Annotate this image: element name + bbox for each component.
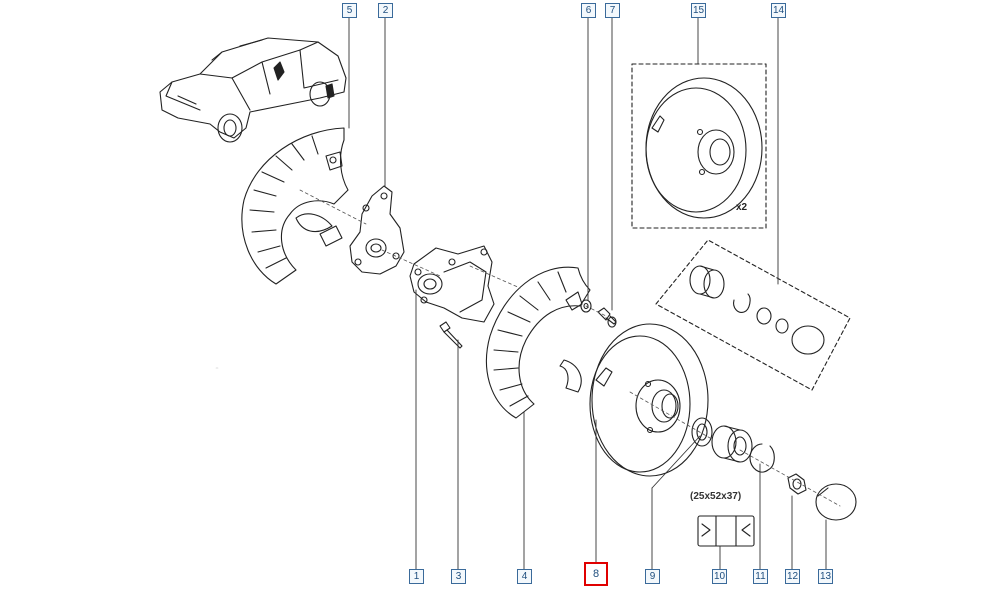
callout-15[interactable]: 15 [691,3,706,18]
circlip-11 [749,443,775,473]
bearing-kit-14 [655,239,851,391]
callout-12[interactable]: 12 [785,569,800,584]
callout-6[interactable]: 6 [581,3,596,18]
disc-quantity-label: x2 [736,202,748,213]
callout-8-selected[interactable]: 8 [584,562,608,586]
callout-1[interactable]: 1 [409,569,424,584]
axle-carrier-1 [409,245,495,323]
brake-disc-8 [589,323,709,477]
bearing-10 [711,425,753,463]
bearing-size-label: (25x52x37) [690,491,742,502]
bearing-symbol [697,515,755,547]
callout-10[interactable]: 10 [712,569,727,584]
bolt-3 [439,321,463,349]
callout-7[interactable]: 7 [605,3,620,18]
callout-2[interactable]: 2 [378,3,393,18]
callout-4[interactable]: 4 [517,569,532,584]
disc-kit-15 [631,63,767,229]
assembly-axis-lines [299,189,841,507]
callout-3[interactable]: 3 [451,569,466,584]
splash-shield-4 [486,266,591,419]
callout-5[interactable]: 5 [342,3,357,18]
car-illustration [159,37,347,143]
bolt-7 [597,307,617,328]
callout-14[interactable]: 14 [771,3,786,18]
callout-9[interactable]: 9 [645,569,660,584]
seal-9 [691,417,713,447]
backing-plate-5 [241,127,349,285]
stub-axle-carrier-2 [349,185,405,275]
callout-13[interactable]: 13 [818,569,833,584]
leader-lines [348,17,827,571]
washer-6 [580,299,592,313]
callout-11[interactable]: 11 [753,569,768,584]
nut-12 [787,473,807,495]
hub-cap-13 [815,483,857,521]
